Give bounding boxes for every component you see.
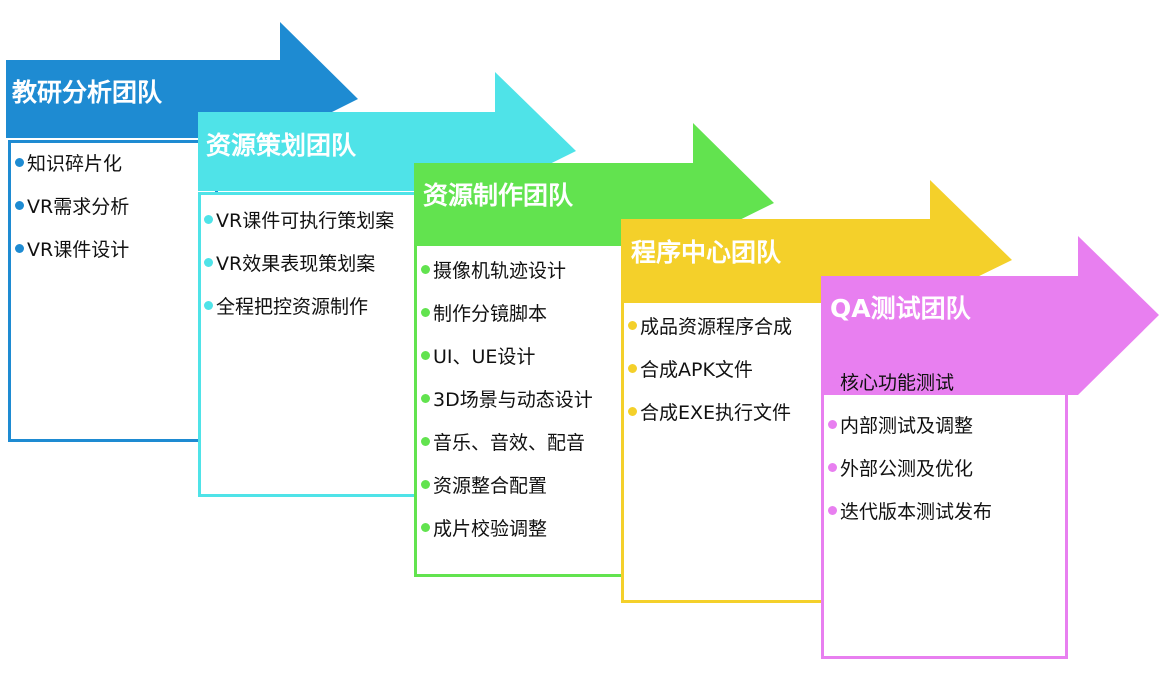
team-2-item-list: VR课件可执行策划案 VR效果表现策划案 全程把控资源制作 xyxy=(204,198,394,327)
list-item-label: 成品资源程序合成 xyxy=(640,316,793,338)
bullet-dot-icon xyxy=(421,437,430,446)
list-item: VR课件设计 xyxy=(15,227,129,270)
list-item: 制作分镜脚本 xyxy=(421,291,593,334)
list-item-label: UI、UE设计 xyxy=(433,346,536,368)
team-3-item-list: 摄像机轨迹设计 制作分镜脚本 UI、UE设计 3D场景与动态设计 音乐、音效、配… xyxy=(421,248,593,549)
list-item: 合成APK文件 xyxy=(628,347,792,390)
bullet-dot-icon xyxy=(421,480,430,489)
team-5-box xyxy=(821,358,1068,659)
list-item: 知识碎片化 xyxy=(15,141,129,184)
list-item-label: 资源整合配置 xyxy=(433,475,548,497)
bullet-dot-icon xyxy=(421,523,430,532)
team-1-item-list: 知识碎片化 VR需求分析 VR课件设计 xyxy=(15,141,129,270)
list-item: 成片校验调整 xyxy=(421,506,593,549)
bullet-dot-icon xyxy=(828,377,837,386)
list-item-label: 音乐、音效、配音 xyxy=(433,432,586,454)
bullet-dot-icon xyxy=(628,364,637,373)
bullet-dot-icon xyxy=(421,308,430,317)
list-item: 合成EXE执行文件 xyxy=(628,390,792,433)
list-item: 内部测试及调整 xyxy=(828,403,992,446)
list-item: 资源整合配置 xyxy=(421,463,593,506)
list-item-label: VR需求分析 xyxy=(27,196,130,218)
list-item: 迭代版本测试发布 xyxy=(828,489,992,532)
list-item-label: 制作分镜脚本 xyxy=(433,303,548,325)
team-1-box xyxy=(8,140,218,442)
bullet-dot-icon xyxy=(421,351,430,360)
list-item-label: VR课件可执行策划案 xyxy=(216,210,395,232)
list-item-label: 合成EXE执行文件 xyxy=(640,402,792,424)
team-4-title: 程序中心团队 xyxy=(631,238,782,267)
team-2-title: 资源策划团队 xyxy=(206,131,357,160)
team-5-title: QA测试团队 xyxy=(830,294,971,323)
list-item-label: 3D场景与动态设计 xyxy=(433,389,593,411)
team-4-item-list: 成品资源程序合成 合成APK文件 合成EXE执行文件 xyxy=(628,304,792,433)
bullet-dot-icon xyxy=(421,265,430,274)
list-item: 全程把控资源制作 xyxy=(204,284,394,327)
list-item: 摄像机轨迹设计 xyxy=(421,248,593,291)
list-item-label: 合成APK文件 xyxy=(640,359,753,381)
list-item: 成品资源程序合成 xyxy=(628,304,792,347)
bullet-dot-icon xyxy=(628,407,637,416)
bullet-dot-icon xyxy=(15,244,24,253)
list-item-label: VR效果表现策划案 xyxy=(216,253,376,275)
team-3-title: 资源制作团队 xyxy=(423,181,574,210)
team-5-item-list: 核心功能测试 内部测试及调整 外部公测及优化 迭代版本测试发布 xyxy=(828,360,992,532)
team-4-box xyxy=(621,300,827,603)
list-item-label: 成片校验调整 xyxy=(433,518,548,540)
bullet-dot-icon xyxy=(628,321,637,330)
list-item-label: 摄像机轨迹设计 xyxy=(433,260,567,282)
bullet-dot-icon xyxy=(204,215,213,224)
bullet-dot-icon xyxy=(15,158,24,167)
list-item: VR效果表现策划案 xyxy=(204,241,394,284)
bullet-dot-icon xyxy=(828,506,837,515)
bullet-dot-icon xyxy=(15,201,24,210)
list-item: VR课件可执行策划案 xyxy=(204,198,394,241)
list-item-label: 全程把控资源制作 xyxy=(216,296,369,318)
bullet-dot-icon xyxy=(204,301,213,310)
bullet-dot-icon xyxy=(204,258,213,267)
team-1-title: 教研分析团队 xyxy=(12,78,163,107)
list-item: 音乐、音效、配音 xyxy=(421,420,593,463)
list-item-label: 外部公测及优化 xyxy=(840,458,974,480)
list-item: 核心功能测试 xyxy=(828,360,992,403)
list-item: VR需求分析 xyxy=(15,184,129,227)
list-item-label: 核心功能测试 xyxy=(840,372,955,394)
list-item: UI、UE设计 xyxy=(421,334,593,377)
list-item: 外部公测及优化 xyxy=(828,446,992,489)
list-item: 3D场景与动态设计 xyxy=(421,377,593,420)
list-item-label: 知识碎片化 xyxy=(27,153,123,175)
team-3-box xyxy=(414,243,628,577)
bullet-dot-icon xyxy=(828,420,837,429)
bullet-dot-icon xyxy=(828,463,837,472)
bullet-dot-icon xyxy=(421,394,430,403)
list-item-label: 内部测试及调整 xyxy=(840,415,974,437)
list-item-label: 迭代版本测试发布 xyxy=(840,501,993,523)
team-2-box xyxy=(198,192,418,497)
list-item-label: VR课件设计 xyxy=(27,239,130,261)
